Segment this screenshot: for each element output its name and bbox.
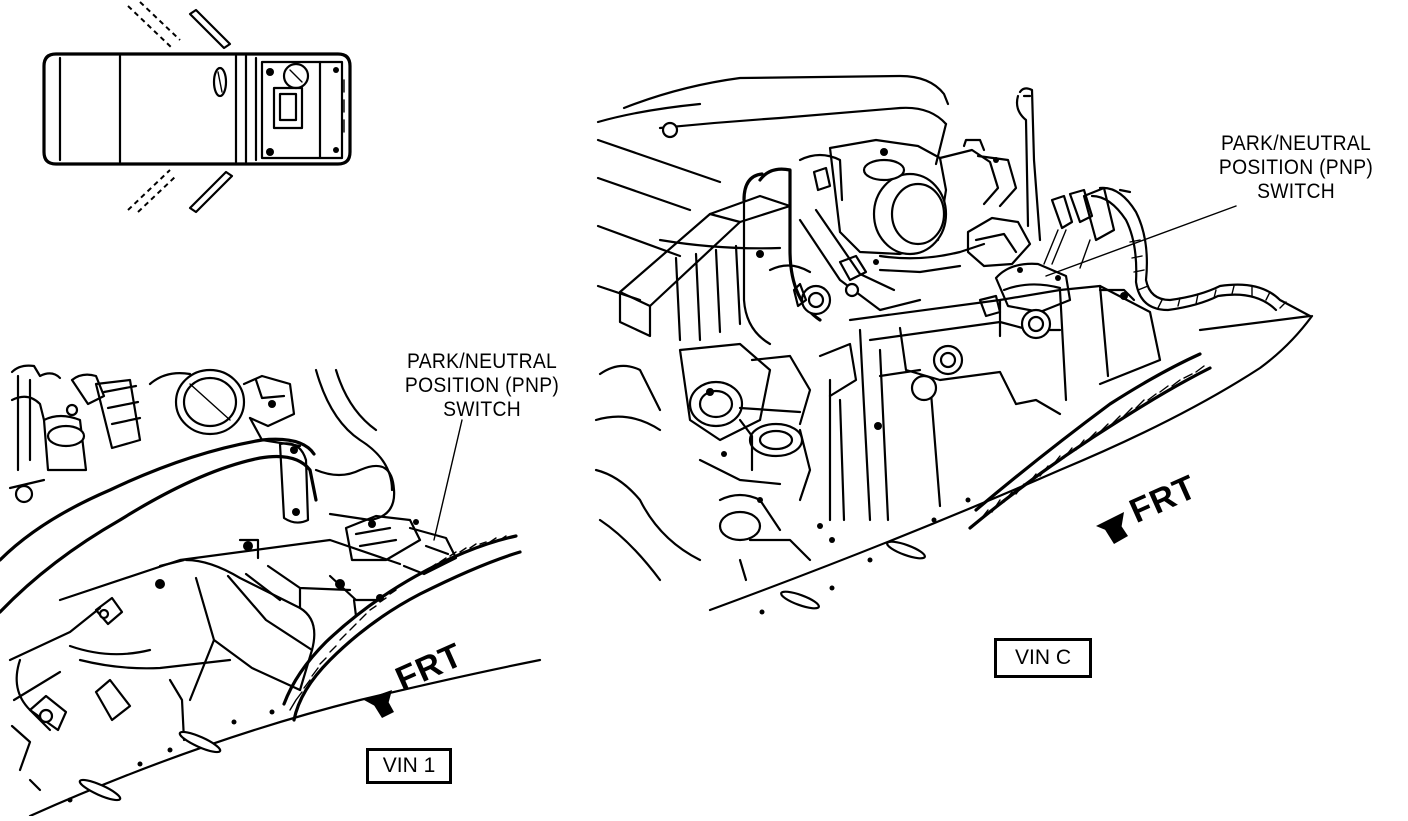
vinC-callout-line-2: POSITION (PNP) <box>1218 156 1374 179</box>
vinC-callout-line-1: PARK/NEUTRAL <box>1220 132 1372 155</box>
vin1-callout-line-3: SWITCH <box>443 398 521 421</box>
vin1-engine-illustration <box>0 364 542 818</box>
vin1-pnp-switch-callout: PARK/NEUTRAL POSITION (PNP) SWITCH <box>390 350 574 422</box>
vehicle-locator <box>42 1 352 214</box>
vinC-callout-line-3: SWITCH <box>1257 180 1335 203</box>
vinC-label-box: VIN C <box>994 638 1092 678</box>
vinC-engine-illustration <box>594 74 1314 615</box>
vin1-callout-line-1: PARK/NEUTRAL <box>406 350 558 373</box>
vin1-callout-line-2: POSITION (PNP) <box>404 374 560 397</box>
vinC-pnp-switch-callout: PARK/NEUTRAL POSITION (PNP) SWITCH <box>1204 132 1388 204</box>
vin1-label-box: VIN 1 <box>366 748 452 784</box>
